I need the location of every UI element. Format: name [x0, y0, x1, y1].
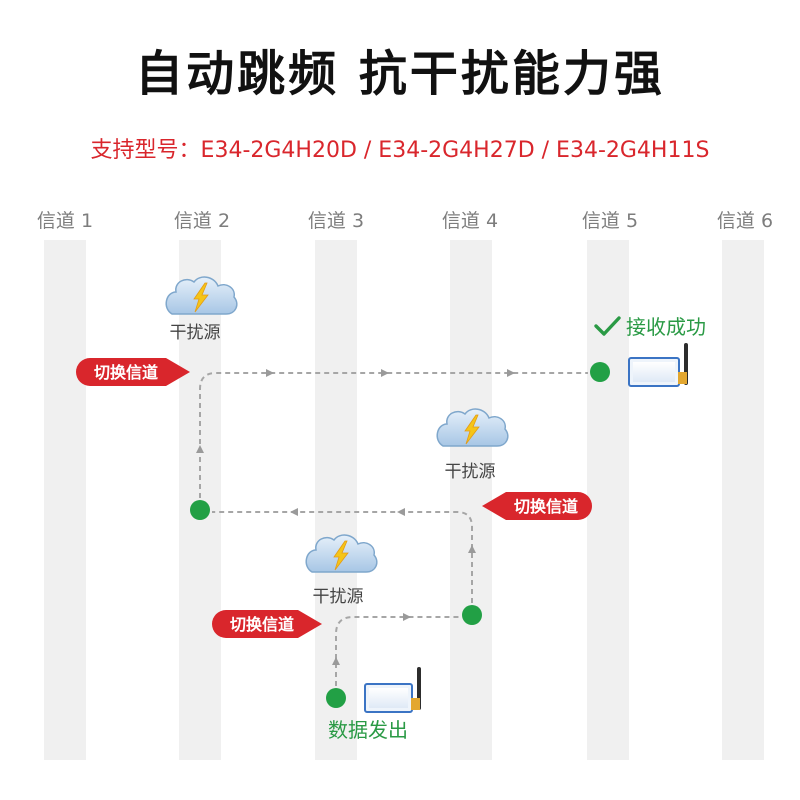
antenna-connector: [678, 372, 687, 384]
channel-label-4: 信道 4: [441, 210, 499, 232]
direction-arrow: [266, 369, 274, 377]
interference-cloud-icon: [436, 408, 509, 447]
hop-node: [590, 362, 610, 382]
lightning-icon: [193, 282, 209, 313]
data-sent-label: 数据发出: [328, 718, 408, 742]
switch-channel-callout: 切换信道: [482, 492, 592, 520]
channel-label-6: 信道 6: [716, 210, 774, 232]
supported-models: 支持型号：E34-2G4H20D / E34-2G4H27D / E34-2G4…: [90, 138, 710, 163]
interference-label: 干扰源: [444, 462, 496, 482]
callout-label: 切换信道: [94, 363, 158, 382]
direction-arrow: [403, 613, 411, 621]
callout-bubble: [482, 492, 592, 520]
direction-arrow: [196, 445, 204, 453]
module-screen: [633, 362, 675, 382]
channel-label-1: 信道 1: [36, 210, 94, 232]
channel-column-1: [44, 240, 86, 760]
channel-column-5: [587, 240, 629, 760]
direction-arrow: [332, 657, 340, 665]
module-screen: [369, 688, 408, 708]
hop-node: [190, 500, 210, 520]
channel-label-3: 信道 3: [307, 210, 365, 232]
direction-arrow: [397, 508, 405, 516]
hop-path-segment: [335, 616, 460, 686]
antenna-connector: [411, 698, 420, 710]
direction-arrow: [507, 369, 515, 377]
lightning-icon: [333, 540, 349, 571]
interference-label: 干扰源: [169, 323, 221, 343]
hop-path: [199, 372, 588, 686]
callout-label: 切换信道: [230, 615, 294, 634]
lightning-icon: [464, 414, 480, 445]
receive-success-label: 接收成功: [626, 315, 706, 339]
hop-nodes: [190, 362, 610, 708]
channel-column-4: [450, 240, 492, 760]
check-icon: [594, 316, 621, 336]
direction-arrow: [381, 369, 389, 377]
channel-column-6: [722, 240, 764, 760]
direction-arrows: [196, 369, 515, 665]
interference-label: 干扰源: [312, 587, 364, 607]
direction-arrow: [290, 508, 298, 516]
direction-arrow: [468, 545, 476, 553]
hop-path-segment: [212, 511, 473, 603]
radio-module-icon: [628, 343, 688, 387]
channel-label-2: 信道 2: [173, 210, 231, 232]
callout-label: 切换信道: [514, 497, 578, 516]
interference-cloud-icon: [165, 276, 238, 315]
channel-label-5: 信道 5: [581, 210, 639, 232]
channel-columns: [44, 240, 764, 760]
switch-channel-callout: 切换信道: [212, 610, 322, 638]
hop-node: [326, 688, 346, 708]
hop-path-segment: [199, 372, 588, 498]
switch-channel-callout: 切换信道: [76, 358, 190, 386]
callout-bubble: [76, 358, 190, 386]
interference-cloud-icon: [305, 534, 378, 573]
radio-module-icon: [364, 667, 421, 713]
page-title: 自动跳频 抗干扰能力强: [135, 46, 665, 102]
hop-node: [462, 605, 482, 625]
callout-bubble: [212, 610, 322, 638]
